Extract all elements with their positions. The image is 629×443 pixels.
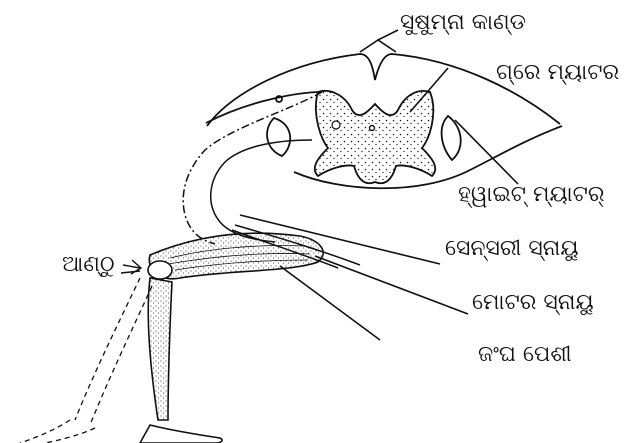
sensory-nerve-path <box>183 92 322 244</box>
label-sensory-nerve: ସେନ୍‌ସରୀ ସ୍ନାୟୁ <box>445 238 579 260</box>
shin-bone <box>148 278 172 420</box>
dorsal-root-ganglion-outline <box>267 118 290 156</box>
knee-arrow <box>121 260 141 274</box>
label-knee: ଆଣ୍ଠୁ <box>62 254 115 276</box>
white-matter-leader <box>455 120 518 184</box>
knee-cap <box>148 261 172 279</box>
central-canal <box>370 126 375 131</box>
label-white-matter: ହ୍ୱାଇଟ୍ ମ୍ୟାଟର୍ <box>458 184 605 206</box>
lower-leg <box>140 278 222 443</box>
label-thigh-muscle: ଜଂଘ ପେଶୀ <box>478 344 572 366</box>
motor-nerve-leader <box>315 256 468 314</box>
spinal-cord-bracket <box>360 40 396 52</box>
label-grey-matter: ଗ୍ରେ ମ୍ୟାଟର <box>496 62 619 84</box>
thigh-muscle-leader <box>280 266 380 340</box>
lower-leg-kicked <box>20 278 152 443</box>
foot <box>140 425 222 443</box>
synapse-mark <box>332 121 340 129</box>
label-motor-nerve: ମୋଟର ସ୍ନାୟୁ <box>472 292 594 314</box>
label-spinal-cord: ସୁଷୁମ୍ନା କାଣ୍ଡ <box>400 12 526 34</box>
thigh-muscle-shape <box>149 233 323 279</box>
spinal-cord-leader <box>378 30 398 40</box>
motor-nerve-path <box>211 140 312 242</box>
